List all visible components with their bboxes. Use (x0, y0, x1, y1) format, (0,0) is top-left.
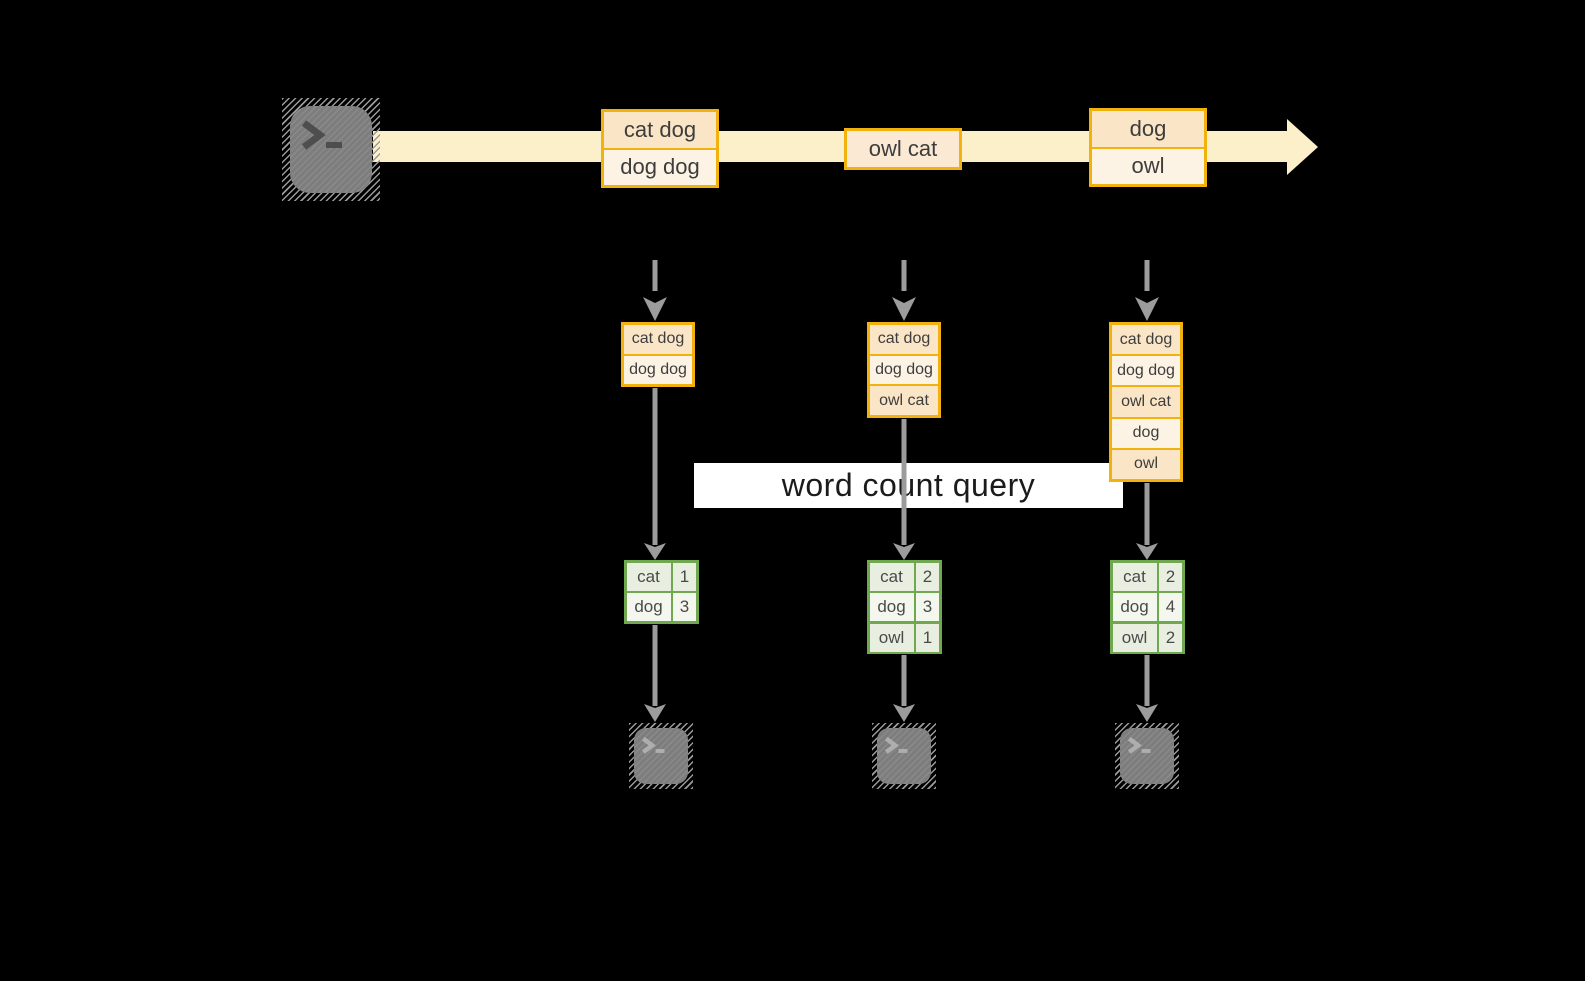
stream-event-row: owl cat (847, 131, 959, 167)
count-value-cell: 4 (1159, 593, 1182, 621)
count-word-cell: dog (869, 593, 914, 621)
prompt-icon (301, 120, 342, 150)
prompt-icon (1127, 737, 1151, 754)
prompt-icon (884, 737, 908, 754)
stream-event-row: dog (1092, 111, 1204, 147)
count-word-cell: dog (1112, 593, 1157, 621)
buffer-row: cat dog (1112, 325, 1180, 355)
count-value-cell: 1 (916, 623, 939, 652)
stream-event: cat dog dog dog (601, 109, 719, 188)
buffer-row: cat dog (870, 325, 938, 354)
buffer-row: owl (1112, 447, 1180, 480)
count-word-cell: owl (1112, 623, 1157, 652)
terminal-body (877, 728, 931, 784)
buffer-row: owl cat (1112, 385, 1180, 417)
buffer-row: cat dog (624, 325, 692, 354)
terminal-body (1120, 728, 1174, 784)
sink-terminal-icon (629, 723, 693, 789)
buffer-row: dog dog (870, 353, 938, 385)
sink-terminal-icon (1115, 723, 1179, 789)
terminal-body (634, 728, 688, 784)
count-value-cell: 3 (673, 593, 696, 621)
stream-event-row: dog dog (604, 147, 716, 185)
count-word-cell: cat (1112, 562, 1157, 591)
stream-event-row: owl (1092, 146, 1204, 184)
event-buffer: cat dog dog dog (621, 322, 695, 387)
count-table: cat 2 dog 3 owl 1 (867, 560, 942, 654)
stream-arrowhead-icon (1287, 119, 1318, 175)
buffer-row: owl cat (870, 384, 938, 416)
stream-event-row: cat dog (604, 112, 716, 148)
count-table: cat 2 dog 4 owl 2 (1110, 560, 1185, 654)
buffer-row: dog dog (624, 353, 692, 384)
query-label-box: word count query (694, 463, 1123, 508)
count-value-cell: 2 (1159, 623, 1182, 652)
buffer-row: dog dog (1112, 354, 1180, 386)
count-word-cell: dog (626, 593, 671, 621)
count-value-cell: 2 (916, 562, 939, 591)
terminal-body (290, 106, 372, 193)
sink-terminal-icon (872, 723, 936, 789)
prompt-icon (641, 737, 665, 754)
count-value-cell: 1 (673, 562, 696, 591)
count-word-cell: cat (869, 562, 914, 591)
source-terminal-icon (282, 98, 380, 201)
count-value-cell: 3 (916, 593, 939, 621)
query-label: word count query (781, 467, 1036, 503)
buffer-row: dog (1112, 416, 1180, 448)
event-buffer: cat dog dog dog owl cat (867, 322, 941, 418)
count-word-cell: owl (869, 623, 914, 652)
event-buffer: cat dog dog dog owl cat dog owl (1109, 322, 1183, 482)
count-table: cat 1 dog 3 (624, 560, 699, 624)
count-value-cell: 2 (1159, 562, 1182, 591)
count-word-cell: cat (626, 562, 671, 591)
stream-event: dog owl (1089, 108, 1207, 187)
stream-event: owl cat (844, 128, 962, 170)
